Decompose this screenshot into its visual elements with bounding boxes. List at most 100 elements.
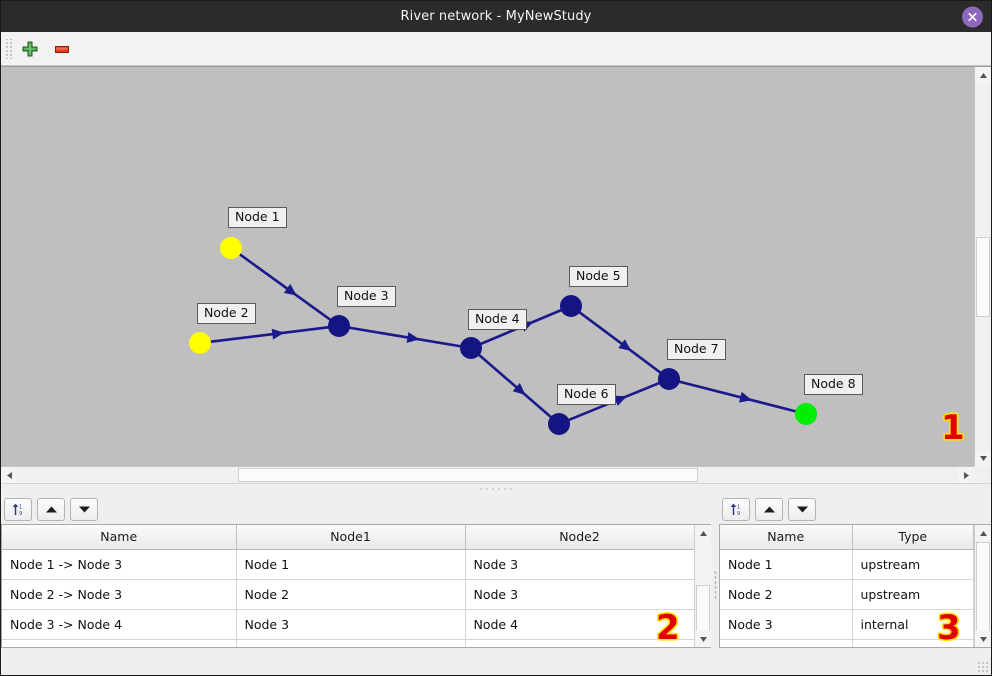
table-cell[interactable]: upstream (852, 549, 974, 580)
graph-node-label-node-2[interactable]: Node 2 (197, 303, 256, 324)
table-cell[interactable]: Node 2 -> Node 3 (2, 579, 237, 610)
reaches-scroll-down-arrow[interactable] (695, 631, 711, 647)
vertical-splitter[interactable] (711, 494, 719, 675)
table-cell[interactable]: Node 1 -> Node 3 (2, 549, 237, 580)
table-cell[interactable]: Node 4 -> Node 5 (2, 639, 237, 647)
nodes-move-up-button[interactable] (755, 497, 783, 521)
nodes-toolbar: 1 9 (719, 494, 991, 524)
arrow-down-icon (78, 506, 90, 512)
arrow-up-icon (45, 506, 57, 512)
graph-node-node-1[interactable] (220, 237, 242, 259)
table-cell[interactable]: Node 4 (465, 609, 694, 640)
graph-vscroll-thumb[interactable] (976, 237, 990, 317)
reaches-vertical-scrollbar[interactable] (694, 525, 711, 647)
delete-node-button[interactable] (49, 36, 75, 62)
column-header-name[interactable]: Name (2, 525, 237, 550)
graph-horizontal-scrollbar[interactable] (1, 466, 991, 483)
graph-node-label-node-8[interactable]: Node 8 (804, 374, 863, 395)
graph-node-node-7[interactable] (658, 368, 680, 390)
graph-node-node-4[interactable] (460, 337, 482, 359)
graph-edge-arrowhead (406, 331, 420, 343)
graph-node-label-node-4[interactable]: Node 4 (468, 309, 527, 330)
column-header-node1[interactable]: Node1 (236, 525, 466, 550)
column-header-node2[interactable]: Node2 (465, 525, 694, 550)
table-cell[interactable]: internal (852, 609, 974, 640)
graph-vertical-scrollbar[interactable] (974, 66, 991, 466)
window-resize-grip-icon[interactable] (977, 661, 988, 672)
graph-edge[interactable] (209, 325, 330, 344)
table-row[interactable]: Node 4internal (720, 639, 974, 647)
reaches-move-up-button[interactable] (37, 497, 65, 521)
nodes-vscroll-thumb[interactable] (976, 542, 990, 640)
graph-node-node-2[interactable] (189, 332, 211, 354)
reaches-scroll-up-arrow[interactable] (695, 525, 711, 541)
graph-edge[interactable] (238, 252, 332, 322)
add-node-button[interactable] (17, 36, 43, 62)
graph-canvas-area: Node 1 Node 2 Node 3 Node 4 Node 5 Node 6 Node… (1, 66, 991, 466)
graph-edge[interactable] (477, 353, 553, 419)
nodes-vertical-scrollbar[interactable] (974, 525, 991, 647)
graph-hscroll-thumb[interactable] (238, 468, 698, 482)
graph-node-node-3[interactable] (328, 315, 350, 337)
graph-node-label-node-1[interactable]: Node 1 (228, 207, 287, 228)
column-header-name[interactable]: Name (720, 525, 853, 550)
table-cell[interactable]: Node 1 (720, 549, 853, 580)
toolbar-drag-handle[interactable] (5, 38, 14, 59)
graph-edge-arrowhead (613, 395, 627, 406)
graph-node-node-6[interactable] (548, 413, 570, 435)
river-network-diagram[interactable]: Node 1 Node 2 Node 3 Node 4 Node 5 Node 6 Node… (1, 66, 974, 466)
graph-edge[interactable] (678, 380, 797, 413)
table-cell[interactable]: Node 2 (236, 579, 466, 610)
close-button[interactable] (962, 6, 983, 27)
graph-node-node-5[interactable] (560, 295, 582, 317)
reaches-sort-button[interactable]: 1 9 (4, 497, 32, 521)
chevron-left-icon (6, 471, 12, 479)
scroll-right-arrow[interactable] (958, 467, 974, 483)
horizontal-splitter[interactable] (1, 483, 991, 494)
table-cell[interactable]: upstream (852, 579, 974, 610)
nodes-move-down-button[interactable] (788, 497, 816, 521)
scroll-down-arrow[interactable] (975, 450, 991, 466)
scroll-left-arrow[interactable] (1, 467, 17, 483)
reaches-move-down-button[interactable] (70, 497, 98, 521)
graph-edge-arrowhead (283, 284, 297, 296)
nodes-sort-button[interactable]: 1 9 (722, 497, 750, 521)
table-cell[interactable]: Node 3 -> Node 4 (2, 609, 237, 640)
graph-node-label-node-5[interactable]: Node 5 (569, 266, 628, 287)
table-cell[interactable]: Node 4 (720, 639, 853, 647)
column-header-type[interactable]: Type (852, 525, 974, 550)
nodes-scroll-up-arrow[interactable] (975, 525, 991, 541)
graph-node-label-node-6[interactable]: Node 6 (557, 384, 616, 405)
graph-node-node-8[interactable] (795, 403, 817, 425)
graph-edge[interactable] (578, 310, 662, 375)
table-cell[interactable]: Node 5 (465, 639, 694, 647)
nodes-scroll-down-arrow[interactable] (975, 631, 991, 647)
title-bar: River network - MyNewStudy (1, 1, 991, 32)
chevron-up-icon (699, 530, 707, 536)
nodes-panel-footer (719, 647, 991, 675)
scroll-up-arrow[interactable] (975, 67, 991, 83)
table-cell[interactable]: Node 1 (236, 549, 466, 580)
graph-edge[interactable] (348, 326, 462, 348)
chevron-down-icon (979, 455, 987, 461)
table-cell[interactable]: Node 4 (236, 639, 466, 647)
table-cell[interactable]: Node 3 (465, 579, 694, 610)
table-cell[interactable]: Node 3 (465, 549, 694, 580)
graph-node-label-node-7[interactable]: Node 7 (667, 339, 726, 360)
table-cell[interactable]: Node 3 (236, 609, 466, 640)
table-cell[interactable]: Node 2 (720, 579, 853, 610)
table-cell[interactable]: Node 3 (720, 609, 853, 640)
graph-node-label-node-3[interactable]: Node 3 (337, 286, 396, 307)
table-cell[interactable]: internal (852, 639, 974, 647)
